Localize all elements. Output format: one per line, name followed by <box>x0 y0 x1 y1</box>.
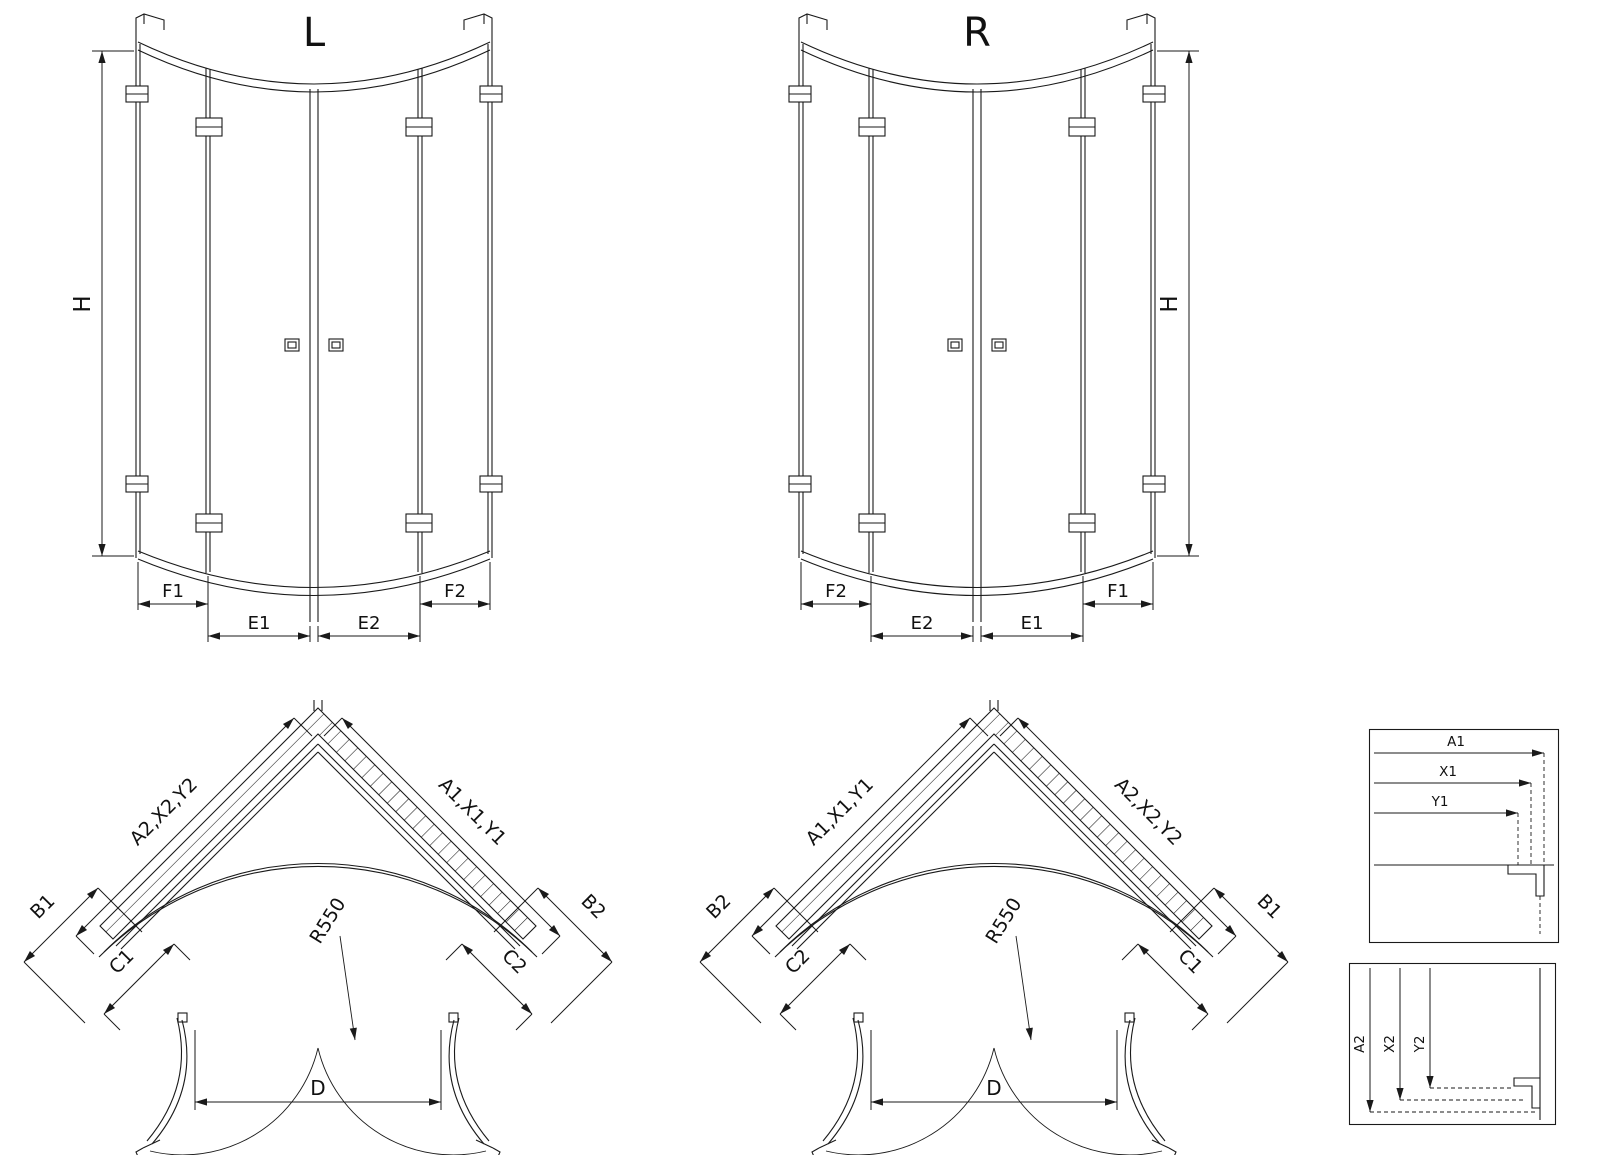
detail-frame <box>1348 962 1557 1126</box>
detail-frame <box>1368 728 1560 944</box>
radius-leader <box>339 935 357 1041</box>
side-dim-left-label: B2 <box>702 890 735 923</box>
dim-label-e-left: E2 <box>911 613 934 634</box>
detail-dim-a2: A2 <box>1352 1035 1368 1053</box>
fixed-dim-left-label: C1 <box>105 945 138 978</box>
side-dim-right-label: B2 <box>577 890 610 923</box>
plan-left-view: A2,X2,Y2 A1,X1,Y1 B1 B2 C1 C2 R550 D <box>0 698 640 1155</box>
dim-label-f-right: F1 <box>1107 581 1129 602</box>
dim-label-e-left: E1 <box>248 613 271 634</box>
detail-bottom-profile <box>1513 968 1541 1120</box>
fixed-dim-right-label: C1 <box>1173 945 1206 978</box>
detail-dim-y1: Y1 <box>1431 794 1449 810</box>
opening-dim-label: D <box>310 1076 325 1100</box>
side-dim-left-label: B1 <box>26 890 59 923</box>
detail-dim-a1: A1 <box>1447 734 1465 750</box>
fixed-dim-right-label: C2 <box>497 945 530 978</box>
elevation-left-view: L H F1 E1 E2 F2 <box>70 10 542 654</box>
radius-label: R550 <box>305 894 350 948</box>
dim-label-e-right: E1 <box>1021 613 1044 634</box>
elevation-right-view: R H F2 E2 E1 F1 <box>735 10 1205 654</box>
fixed-dim-left-label: C2 <box>781 945 814 978</box>
dim-label-f-right: F2 <box>444 581 466 602</box>
variant-title-left: L <box>303 10 326 56</box>
detail-top-dimensions: A1 X1 Y1 <box>1374 734 1545 865</box>
dim-label-f-left: F2 <box>825 581 847 602</box>
dim-label-f-left: F1 <box>162 581 184 602</box>
detail-bottom-view: A2 X2 Y2 <box>1348 962 1557 1126</box>
variant-title-right: R <box>963 10 991 56</box>
detail-top-view: A1 X1 Y1 <box>1368 728 1560 944</box>
detail-dim-x2: X2 <box>1382 1035 1398 1053</box>
opening-dim-label: D <box>986 1076 1001 1100</box>
detail-top-profile <box>1374 864 1554 934</box>
detail-dim-x1: X1 <box>1439 764 1457 780</box>
radius-label: R550 <box>981 894 1026 948</box>
dim-label-e-right: E2 <box>358 613 381 634</box>
height-label: H <box>1157 295 1183 312</box>
radius-leader <box>1015 935 1033 1041</box>
plan-right-view: A1,X1,Y1 A2,X2,Y2 B2 B1 C2 C1 R550 D <box>676 698 1316 1155</box>
height-label: H <box>70 295 96 312</box>
detail-bottom-dimensions: A2 X2 Y2 <box>1352 968 1538 1113</box>
side-dim-right-label: B1 <box>1253 890 1286 923</box>
detail-dim-y2: Y2 <box>1412 1036 1428 1054</box>
